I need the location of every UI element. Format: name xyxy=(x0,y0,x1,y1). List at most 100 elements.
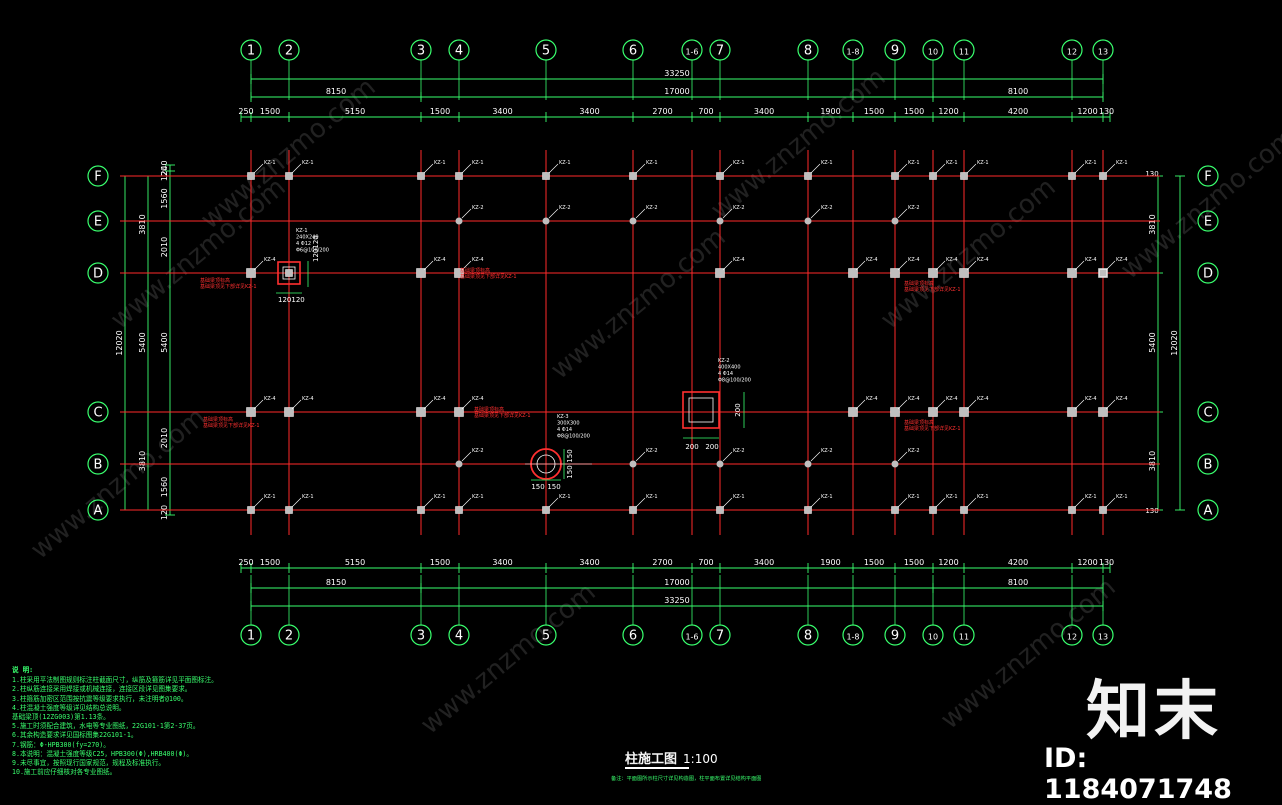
axis-bubble-top-11-label: 11 xyxy=(959,48,969,57)
tag-leader xyxy=(423,399,434,410)
brand-logo: 知末 xyxy=(1086,675,1222,749)
dim-left-groups-text: 3810 xyxy=(138,214,147,234)
column-F xyxy=(417,172,425,180)
column-tag: KZ-1 xyxy=(821,494,833,500)
tag-leader xyxy=(548,208,559,219)
dim-top-seg-text: 250 xyxy=(238,107,253,116)
dim-top-seg-text: 5150 xyxy=(345,107,365,116)
note-line: 基础梁顶(12ZG003)第1.13条。 xyxy=(12,713,110,722)
dim-left-total-text: 12020 xyxy=(115,330,124,355)
dim-bottom-seg-text: 3400 xyxy=(492,558,512,567)
dim-bottom-seg-text: 4200 xyxy=(1008,558,1028,567)
column-tag: KZ-2 xyxy=(908,205,920,211)
column-tag: KZ-4 xyxy=(977,396,989,402)
tag-leader xyxy=(461,208,472,219)
column-tag: KZ-4 xyxy=(977,257,989,263)
note-line: 1.柱采用平法制图规则标注柱截面尺寸，纵筋及箍筋详见平面图标注。 xyxy=(12,676,218,685)
axis-bubble-left-E-circle xyxy=(87,210,109,232)
tag-leader xyxy=(966,260,977,271)
dim-left-seg-text: 240 xyxy=(160,160,169,175)
axis-bubble-top-5-label: 5 xyxy=(542,44,550,59)
tag-leader xyxy=(253,163,264,174)
column-tag: KZ-4 xyxy=(472,396,484,402)
tag-leader xyxy=(722,208,733,219)
column-tag: KZ-1 xyxy=(646,160,658,166)
dim-bottom-seg-text: 1500 xyxy=(430,558,450,567)
axis-bubble-left-A-circle xyxy=(87,499,109,521)
column-C xyxy=(1067,407,1077,417)
dim-bottom-seg-text: 2700 xyxy=(652,558,672,567)
dim-top-seg-text: 1500 xyxy=(904,107,924,116)
watermark-text: www.znzmo.com xyxy=(105,172,291,335)
column-tag: KZ-4 xyxy=(733,257,745,263)
axis-bubble-bottom-1-6-label: 1-6 xyxy=(685,633,698,642)
dim-left-seg-text: 1560 xyxy=(160,188,169,208)
watermark-text: www.znzmo.com xyxy=(415,577,601,740)
column-tag: KZ-1 xyxy=(977,160,989,166)
dim-left-seg-text: 5400 xyxy=(160,332,169,352)
dim-top-seg-text: 1200 xyxy=(1077,107,1097,116)
tag-leader xyxy=(1074,399,1085,410)
axis-bubble-top-1-8-label: 1-8 xyxy=(846,48,859,57)
detail-KZ-1-outline xyxy=(277,261,301,285)
tag-leader xyxy=(897,451,908,462)
watermark-text: www.znzmo.com xyxy=(25,402,211,565)
column-A xyxy=(455,506,463,514)
dim-top-seg-text: 3400 xyxy=(579,107,599,116)
axis-bubble-right-E-label: E xyxy=(1204,215,1212,230)
column-tag: KZ-4 xyxy=(908,396,920,402)
axis-bubble-bottom-1-8-label: 1-8 xyxy=(846,633,859,642)
red-note: 基础梁顶标高 xyxy=(474,406,504,413)
dim-right-groups-text: 3810 xyxy=(1148,451,1157,471)
tag-leader xyxy=(291,497,302,508)
column-tag: KZ-4 xyxy=(434,396,446,402)
column-tag: KZ-2 xyxy=(908,448,920,454)
column-tag: KZ-2 xyxy=(472,205,484,211)
tag-leader xyxy=(635,208,646,219)
column-tag: KZ-4 xyxy=(302,396,314,402)
axis-bubble-right-F-circle xyxy=(1197,165,1219,187)
column-F xyxy=(960,172,968,180)
tag-leader xyxy=(1105,399,1116,410)
column-D xyxy=(890,268,900,278)
detail-KZ-2-dim: 200 xyxy=(685,443,698,451)
dim-top-total-text: 33250 xyxy=(664,69,689,78)
column-B xyxy=(455,460,463,468)
dim-left-seg-text: 1560 xyxy=(160,477,169,497)
column-tag: KZ-2 xyxy=(733,205,745,211)
axis-bubble-bottom-11-label: 11 xyxy=(959,633,969,642)
axis-bubble-bottom-12-label: 12 xyxy=(1067,633,1077,642)
red-note: 基础梁顶见下部详见KZ-1 xyxy=(203,422,260,429)
tag-leader xyxy=(253,260,264,271)
dim-bottom-seg-text: 3400 xyxy=(579,558,599,567)
column-tag: KZ-4 xyxy=(264,257,276,263)
column-A xyxy=(929,506,937,514)
axis-bubble-right-C-circle xyxy=(1197,401,1219,423)
watermark-text: www.znzmo.com xyxy=(875,172,1061,335)
column-C xyxy=(928,407,938,417)
column-tag: KZ-2 xyxy=(821,205,833,211)
detail-KZ-3-text: 300X300 xyxy=(557,421,580,427)
column-E xyxy=(804,217,812,225)
tag-leader xyxy=(935,399,946,410)
tag-leader xyxy=(423,163,434,174)
tag-leader xyxy=(722,451,733,462)
detail-KZ-3-dim: 150 xyxy=(547,483,560,491)
dim-top-groups-text: 17000 xyxy=(664,87,689,96)
red-note: 基础梁顶见下部详见KZ-1 xyxy=(200,283,257,290)
axis-bubble-bottom-7-label: 7 xyxy=(716,629,724,644)
axis-bubble-top-7-label: 7 xyxy=(716,44,724,59)
tag-leader xyxy=(722,260,733,271)
detail-KZ-2-core xyxy=(688,397,714,423)
red-note: 基础梁顶见下部详见KZ-1 xyxy=(474,412,531,419)
tag-leader xyxy=(291,163,302,174)
dim-left-groups-text: 5400 xyxy=(138,332,147,352)
tag-leader xyxy=(548,163,559,174)
watermark-text: www.znzmo.com xyxy=(1115,122,1282,285)
axis-bubble-top-1-6-label: 1-6 xyxy=(685,48,698,57)
note-line: 9.未尽事宜，按照现行国家规范，规程及标准执行。 xyxy=(12,759,166,768)
axis-bubble-top-8-label: 8 xyxy=(804,44,812,59)
